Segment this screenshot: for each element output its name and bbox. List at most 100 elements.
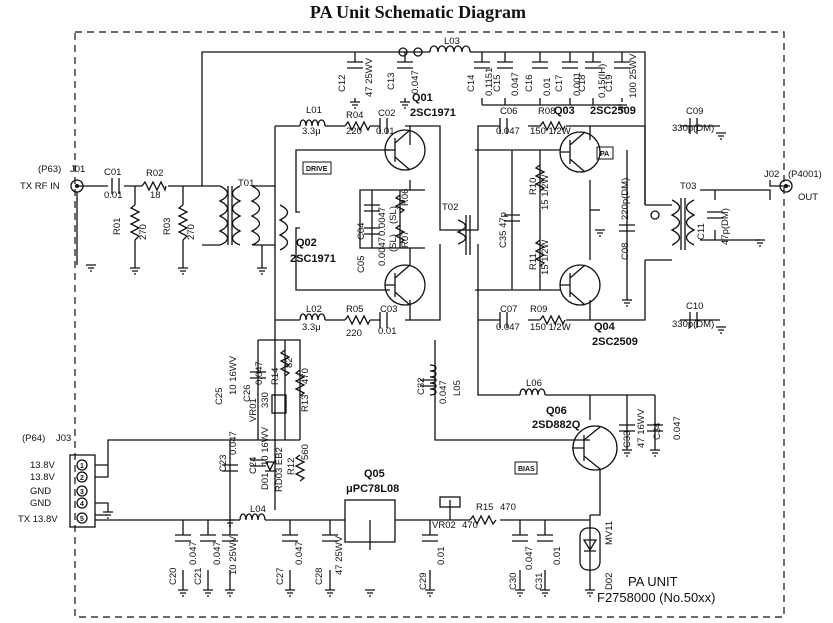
label-r08: R08 [538, 106, 555, 117]
label-l01: L01 [306, 105, 322, 116]
label-r12-val: 560 [300, 444, 311, 460]
label-c33: C33 [622, 431, 633, 448]
label-c17-val: 0.001 [572, 72, 583, 96]
label-c12: C12 [337, 75, 348, 92]
wiring [76, 51, 790, 590]
label-c33-val: 47 16WV [636, 408, 647, 448]
label-r02-val: 18 [150, 190, 161, 201]
label-q06-part: 2SD882Q [532, 419, 581, 431]
label-c01-val: 0.01 [104, 190, 123, 201]
label-c25: C25 [214, 388, 225, 405]
label-q01-part: 2SC1971 [410, 107, 456, 119]
label-r06: R06 [400, 189, 411, 206]
label-l03: L03 [444, 36, 460, 47]
label-c34-val: 0.047 [672, 416, 683, 440]
label-c28: C28 [314, 568, 325, 585]
svg-text:5: 5 [80, 516, 84, 523]
label-r07: R07 [400, 231, 411, 248]
label-c11: C11 [696, 223, 707, 240]
label-c34: C34 [652, 423, 663, 440]
label-c28-val: 47 25WV [334, 535, 345, 575]
label-tx-rf-in: TX RF IN [20, 181, 60, 192]
label-c30-val: 0.047 [524, 546, 535, 570]
label-c02-val: 0.01 [376, 126, 395, 137]
label-vr02: VR02 [432, 520, 456, 531]
label-r03: R03 [162, 218, 173, 235]
label-q04: Q04 [594, 321, 616, 333]
label-j03: J03 [56, 433, 71, 444]
label-c08-val: 220p(DM) [620, 178, 631, 220]
label-r10-val: 15 1/2W [540, 175, 551, 210]
label-c09-val: 330p(DM) [672, 123, 714, 134]
label-c27-val: 0.047 [294, 541, 305, 565]
label-j02: J02 [764, 169, 779, 180]
ground-symbols [86, 101, 765, 597]
label-c04-val: 0.0047 [377, 207, 388, 236]
label-r11-val: 15 1/2W [540, 240, 551, 275]
label-out: OUT [798, 192, 818, 203]
label-c04-sub: (SL) [388, 206, 399, 224]
label-p64: (P64) [22, 433, 45, 444]
label-r11: R11 [528, 253, 539, 270]
label-q01: Q01 [412, 92, 433, 104]
label-c19-val: 100 25WV [628, 53, 639, 98]
label-q02: Q02 [296, 237, 317, 249]
label-j01: J01 [70, 164, 85, 175]
svg-text:2: 2 [80, 475, 84, 482]
label-r10: R10 [528, 178, 539, 195]
label-l06: L06 [526, 378, 542, 389]
label-r04-val: 220 [346, 126, 362, 137]
label-q04-part: 2SC2509 [592, 336, 638, 348]
label-c21-val: 0.047 [212, 541, 223, 565]
label-c25-val: 10 16WV [228, 355, 239, 395]
label-r01-val: 270 [138, 224, 149, 240]
label-vr01: VR01 [248, 398, 259, 422]
label-c01: C01 [104, 167, 121, 178]
label-r15-val: 470 [500, 502, 516, 513]
label-c32: C32 [416, 378, 427, 395]
label-r05-val: 220 [346, 328, 362, 339]
diagram-title: PA Unit Schematic Diagram [310, 2, 526, 22]
label-c15: C15 [492, 75, 503, 92]
label-c20: C20 [168, 568, 179, 585]
label-d01: D01 [260, 473, 271, 490]
label-mv11: MV11 [604, 521, 615, 545]
label-pin5: TX 13.8V [18, 514, 58, 525]
tag-bias: BIAS [518, 466, 535, 473]
label-pin2: 13.8V [30, 472, 55, 483]
label-l02: L02 [306, 304, 322, 315]
label-q06: Q06 [546, 405, 567, 417]
label-c30: C30 [508, 573, 519, 590]
label-c02: C02 [378, 108, 395, 119]
label-c17: C17 [554, 75, 565, 92]
label-vr02-val: 470 [462, 520, 478, 531]
label-r05: R05 [346, 304, 363, 315]
label-l05: L05 [452, 380, 463, 396]
label-q05-part: μPC78L08 [346, 483, 399, 495]
label-r03-val: 270 [186, 224, 197, 240]
label-c31: C31 [534, 573, 545, 590]
label-c15-val: 0.047 [510, 72, 521, 96]
label-c26: C26 [242, 385, 253, 402]
label-c26-val: 0.047 [254, 361, 265, 385]
label-c18-val: 0.15(IH) [597, 64, 608, 98]
unit-name: PA UNIT [628, 574, 678, 589]
label-c16-val: 0.01 [542, 78, 553, 97]
label-c22-val: 10 25WV [228, 535, 239, 575]
labels: (P63) J01 TX RF IN C01 0.01 R02 18 R01 2… [18, 36, 822, 605]
label-c05-val: 0.0047 [377, 237, 388, 266]
label-t01: T01 [238, 178, 254, 189]
components: 1 2 3 4 5 [69, 45, 793, 571]
label-c29-val: 0.01 [436, 547, 447, 566]
label-r01: R01 [112, 218, 123, 235]
label-l01-val: 3.3μ [302, 126, 321, 137]
label-c11-val: 47p(DM) [720, 208, 731, 245]
label-c08: C08 [620, 243, 631, 260]
unit-boundary [74, 31, 785, 618]
label-r14: R14 [270, 368, 281, 385]
label-c12-val: 47 25WV [364, 57, 375, 97]
label-c07-val: 0.047 [496, 322, 520, 333]
label-c29: C29 [418, 573, 429, 590]
label-c27: C27 [275, 568, 286, 585]
